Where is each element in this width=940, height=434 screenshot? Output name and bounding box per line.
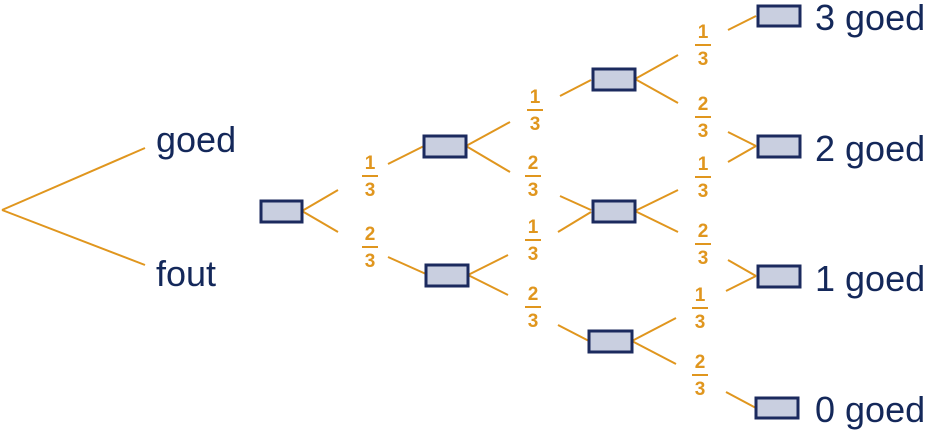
fraction-denominator: 3 xyxy=(698,181,709,202)
tree-edges xyxy=(301,15,757,409)
tree-node-level2-top xyxy=(591,67,637,92)
edge-b-g-a xyxy=(467,254,509,276)
fraction-denominator: 3 xyxy=(698,248,709,269)
fraction-denominator: 3 xyxy=(528,311,539,332)
fraction-numerator: 1 xyxy=(698,22,709,43)
legend-label-goed: goed xyxy=(156,119,236,160)
outcome-label-2-goed: 2 goed xyxy=(815,128,925,169)
edge-c-g-b xyxy=(727,15,757,31)
fractions: 1 3 2 3 1 3 2 3 1 3 2 3 xyxy=(362,22,711,400)
legend-label-fout: fout xyxy=(156,253,216,294)
legend-branch-up xyxy=(1,147,146,211)
fraction-numerator: 1 xyxy=(530,87,541,108)
fraction-root-lower: 2 3 xyxy=(362,224,378,272)
tree-node-outcome-2 xyxy=(756,134,802,159)
edge-c-f-a xyxy=(634,78,679,104)
edge-a-g-a xyxy=(465,121,511,147)
edge-a-f-b xyxy=(559,195,592,211)
outcome-labels: 3 goed 2 goed 1 goed 0 goed xyxy=(815,0,925,430)
edge-d-f-a xyxy=(634,210,679,233)
tree-node-level2-middle xyxy=(591,199,637,224)
legend: goed fout xyxy=(1,119,236,294)
edge-root-upper-a xyxy=(301,189,339,212)
legend-branch-down xyxy=(1,209,146,266)
edge-c-g-a xyxy=(634,54,679,80)
edge-e-g-a xyxy=(631,317,677,342)
fraction-denominator: 3 xyxy=(528,180,539,201)
outcome-label-1-goed: 1 goed xyxy=(815,258,925,299)
fraction-numerator: 1 xyxy=(365,153,376,174)
edge-c-f-b xyxy=(727,131,757,147)
fraction-denominator: 3 xyxy=(698,121,709,142)
fraction-denominator: 3 xyxy=(530,114,541,135)
fraction-denominator: 3 xyxy=(695,312,706,333)
fraction-e-lower: 2 3 xyxy=(692,352,708,400)
edge-d-f-b xyxy=(727,259,757,277)
fraction-b-lower: 2 3 xyxy=(525,284,541,332)
fraction-c-upper: 1 3 xyxy=(695,22,711,70)
fraction-denominator: 3 xyxy=(528,244,539,265)
edge-e-f-b xyxy=(725,391,757,409)
fraction-denominator: 3 xyxy=(365,180,376,201)
fraction-denominator: 3 xyxy=(698,49,709,70)
edge-root-lower-b xyxy=(387,256,427,275)
edge-root-lower-a xyxy=(301,210,339,233)
tree-node-outcome-3 xyxy=(756,4,802,28)
tree-node-outcome-1 xyxy=(756,264,802,289)
edge-a-g-b xyxy=(559,79,592,97)
fraction-numerator: 2 xyxy=(695,352,706,373)
fraction-a-lower: 2 3 xyxy=(525,153,541,201)
fraction-d-upper: 1 3 xyxy=(695,154,711,202)
outcome-label-3-goed: 3 goed xyxy=(815,0,925,38)
tree-nodes xyxy=(259,4,802,420)
edge-a-f-a xyxy=(465,145,511,173)
edge-b-f-a xyxy=(467,274,509,296)
tree-node-level1-upper xyxy=(422,134,468,159)
fraction-denominator: 3 xyxy=(695,379,706,400)
tree-node-root xyxy=(259,199,304,224)
edge-b-f-b xyxy=(557,324,590,342)
tree-node-level2-bottom xyxy=(587,329,634,354)
fraction-numerator: 2 xyxy=(698,94,709,115)
fraction-root-upper: 1 3 xyxy=(362,153,378,201)
fraction-numerator: 2 xyxy=(528,284,539,305)
outcome-label-0-goed: 0 goed xyxy=(815,389,925,430)
fraction-d-lower: 2 3 xyxy=(695,221,711,269)
fraction-numerator: 1 xyxy=(695,285,706,306)
fraction-c-lower: 2 3 xyxy=(695,94,711,142)
edge-d-g-b xyxy=(727,145,757,163)
tree-node-level1-lower xyxy=(424,263,470,288)
edge-d-g-a xyxy=(634,189,679,212)
fraction-denominator: 3 xyxy=(365,251,376,272)
edge-e-f-a xyxy=(631,340,677,365)
tree-node-outcome-0 xyxy=(754,396,800,420)
edge-root-upper-b xyxy=(387,145,425,165)
fraction-numerator: 2 xyxy=(698,221,709,242)
fraction-a-upper: 1 3 xyxy=(527,87,543,135)
fraction-numerator: 2 xyxy=(528,153,539,174)
fraction-e-upper: 1 3 xyxy=(692,285,708,333)
fraction-numerator: 2 xyxy=(365,224,376,245)
edge-b-g-b xyxy=(557,211,592,233)
fraction-numerator: 1 xyxy=(528,217,539,238)
edge-e-g-b xyxy=(725,275,757,292)
fraction-b-upper: 1 3 xyxy=(525,217,541,265)
fraction-numerator: 1 xyxy=(698,154,709,175)
